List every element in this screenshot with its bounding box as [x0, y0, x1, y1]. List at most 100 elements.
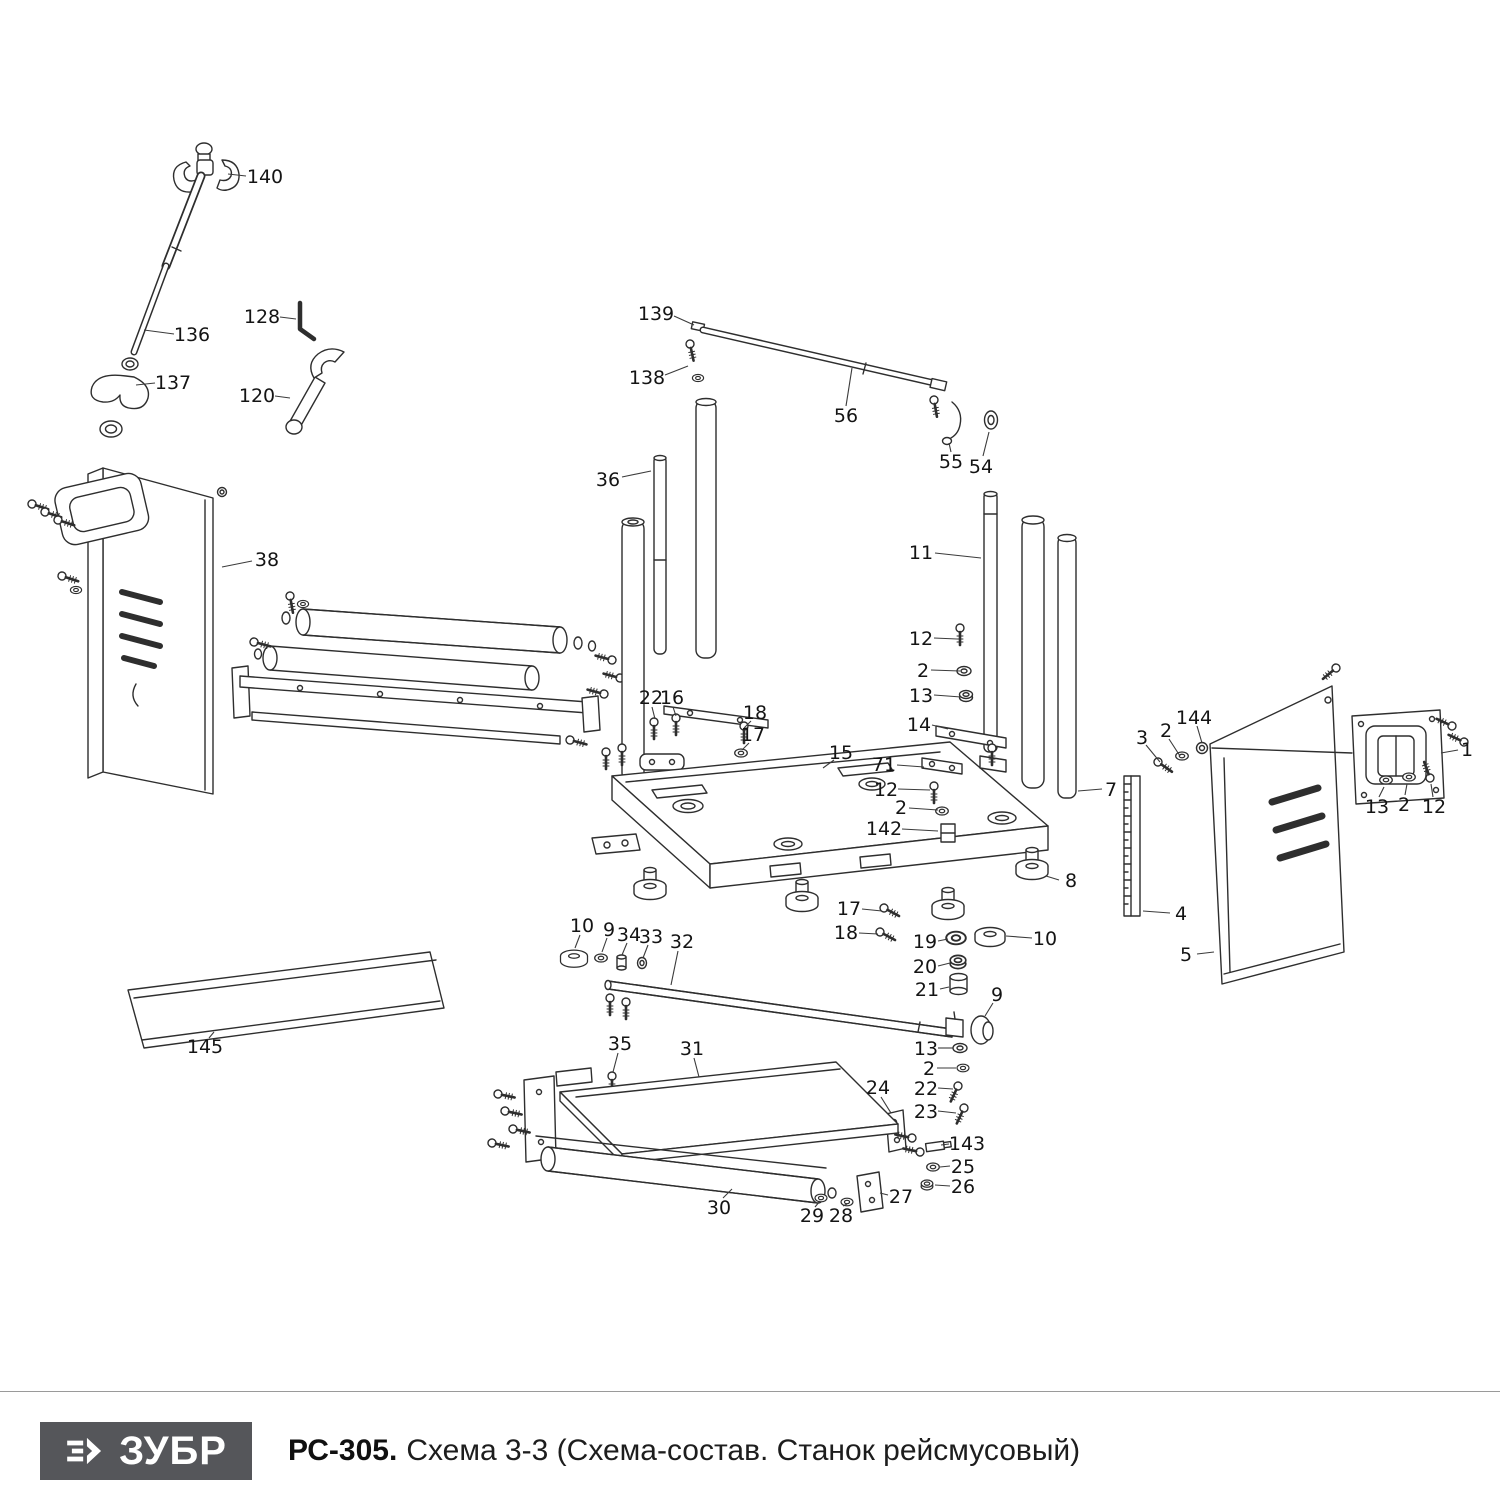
leader-line-55 [948, 442, 952, 453]
left-side-panel [25, 467, 228, 795]
leader-line-31 [693, 1057, 700, 1078]
leader-line-136 [143, 329, 175, 335]
part-label-31: 31 [680, 1038, 704, 1060]
leader-line-22 [937, 1087, 954, 1090]
leader-line-120 [274, 395, 291, 399]
diagram-title: РС-305.Схема 3-3 (Схема-состав. Станок р… [288, 1434, 1080, 1468]
part-label-13: 13 [914, 1038, 938, 1060]
part-label-22: 22 [914, 1078, 938, 1100]
part-label-142: 142 [866, 818, 902, 840]
leader-line-10 [574, 934, 581, 949]
leader-line-11 [934, 552, 982, 559]
guide-plate-fasteners [648, 705, 769, 758]
leader-line-22 [651, 706, 656, 720]
part-label-143: 143 [949, 1133, 985, 1155]
part-label-19: 19 [913, 931, 937, 953]
leader-line-140 [227, 173, 247, 177]
leader-line-143 [940, 1143, 950, 1146]
part-label-15: 15 [829, 742, 853, 764]
leader-line-35 [612, 1052, 619, 1073]
leader-line-2 [1168, 738, 1181, 757]
part-label-35: 35 [608, 1033, 632, 1055]
leader-line-26 [934, 1184, 951, 1187]
hex-key [297, 300, 317, 342]
part-label-18: 18 [834, 922, 858, 944]
leader-line-9 [984, 1002, 994, 1017]
part-label-23: 23 [914, 1101, 938, 1123]
leader-line-2 [930, 669, 961, 672]
part-label-140: 140 [247, 166, 283, 188]
depth-scale-ruler [1123, 775, 1141, 917]
leader-line-18 [743, 720, 752, 729]
leader-line-21 [939, 986, 950, 990]
part-label-28: 28 [829, 1205, 853, 1227]
part-label-128: 128 [244, 306, 280, 328]
part-label-10: 10 [1033, 928, 1057, 950]
tie-rod-assembly [683, 321, 999, 446]
leader-line-13 [1378, 786, 1385, 798]
column-fasteners [921, 622, 1007, 843]
leader-line-16 [672, 706, 677, 717]
part-label-71: 71 [872, 754, 896, 776]
leader-line-10 [1005, 935, 1033, 939]
leader-line-7 [1077, 788, 1103, 792]
part-label-3: 3 [1136, 727, 1148, 749]
leader-line-4 [1142, 910, 1171, 914]
footer: ЗУБР РС-305.Схема 3-3 (Схема-состав. Ста… [0, 1391, 1500, 1500]
right-side-panel [1209, 661, 1345, 985]
leader-line-2 [908, 807, 939, 811]
leader-line-54 [982, 431, 990, 457]
schema-name: Схема 3-3 (Схема-состав. Станок рейсмусо… [406, 1434, 1081, 1467]
part-label-17: 17 [837, 898, 861, 920]
part-label-138: 138 [629, 367, 665, 389]
model-number: РС-305. [288, 1434, 398, 1467]
part-label-22: 22 [639, 687, 663, 709]
roller-carriage-assembly [231, 590, 627, 750]
part-label-25: 25 [951, 1156, 975, 1178]
part-label-136: 136 [174, 324, 210, 346]
zubr-arrow-icon [67, 1437, 102, 1465]
leader-line-56 [845, 367, 853, 407]
part-label-56: 56 [834, 405, 858, 427]
part-label-12: 12 [1422, 796, 1446, 818]
part-label-13: 13 [909, 685, 933, 707]
part-label-2: 2 [923, 1058, 935, 1080]
drive-rod-assembly [594, 953, 994, 1045]
part-label-34: 34 [617, 924, 641, 946]
part-label-16: 16 [660, 687, 684, 709]
leader-line-5 [1196, 951, 1215, 955]
part-label-13: 13 [1365, 796, 1389, 818]
part-label-21: 21 [915, 979, 939, 1001]
part-label-145: 145 [187, 1036, 223, 1058]
leader-line-28 [842, 1203, 848, 1207]
leader-line-12 [897, 788, 931, 791]
part-label-8: 8 [1065, 870, 1077, 892]
crank-handle-assembly [90, 142, 240, 438]
part-label-139: 139 [638, 303, 674, 325]
leader-line-13 [933, 694, 962, 698]
leader-line-128 [279, 316, 297, 320]
leader-line-9 [601, 937, 608, 953]
leader-line-20 [937, 962, 951, 967]
leader-line-17 [861, 908, 883, 912]
leader-line-24 [880, 1096, 892, 1114]
leader-line-19 [937, 938, 949, 942]
leader-line-15 [822, 759, 835, 769]
part-label-144: 144 [1176, 707, 1212, 729]
part-label-26: 26 [951, 1176, 975, 1198]
brand-name: ЗУБР [119, 1429, 227, 1473]
leader-line-27 [879, 1192, 889, 1196]
leader-line-30 [722, 1188, 733, 1199]
machine-base [591, 741, 1049, 921]
part-label-55: 55 [939, 451, 963, 473]
leader-line-138 [664, 365, 689, 376]
leader-line-34 [621, 942, 628, 956]
cover-panel-145 [127, 951, 445, 1049]
part-label-18: 18 [743, 702, 767, 724]
leader-line-23 [937, 1110, 957, 1114]
leader-line-14 [931, 724, 949, 730]
part-label-2: 2 [917, 660, 929, 682]
leader-line-145 [208, 1031, 215, 1039]
